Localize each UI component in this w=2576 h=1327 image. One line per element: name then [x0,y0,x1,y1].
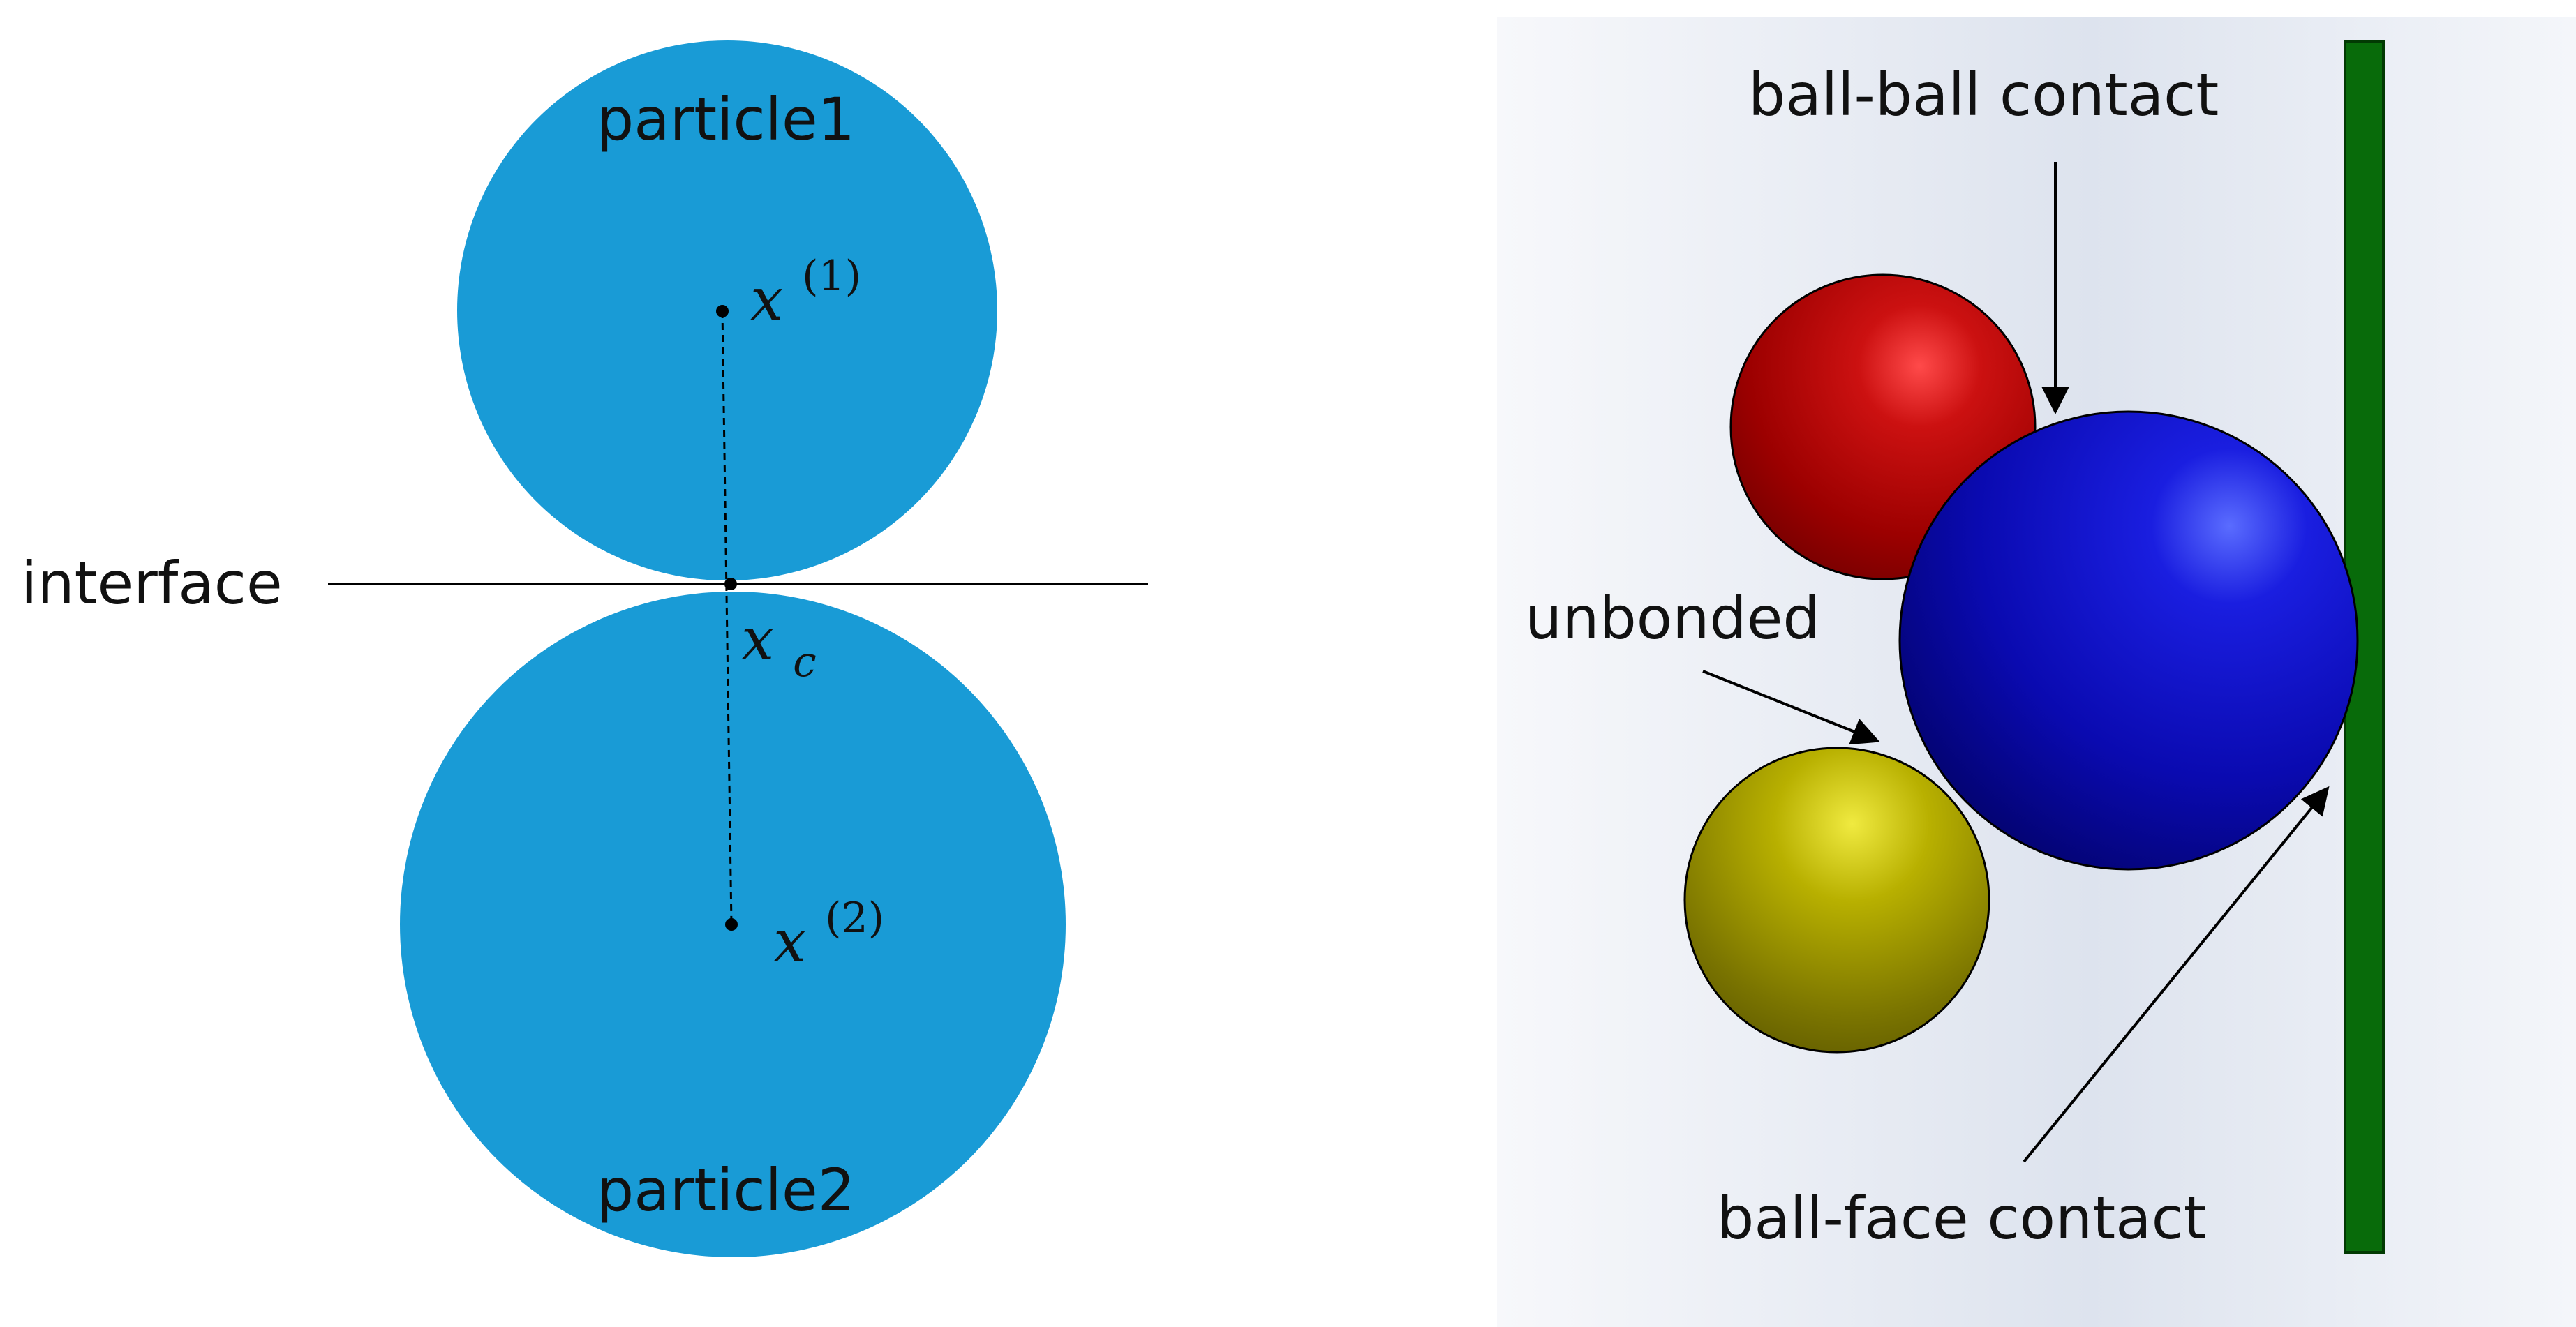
center1-base: x [750,265,783,333]
blue-ball [1898,410,2359,871]
unbonded-label: unbonded [1525,584,1820,652]
interface-label: interface [21,549,283,617]
left-panel: particle1 particle2 interface x (1) x c … [21,40,1148,1257]
unbonded-arrow [1702,670,1880,745]
particle1-label: particle1 [597,85,855,153]
contact-point-label: x c [741,605,817,687]
center-line [721,310,733,925]
center1-point [716,305,729,317]
center1-superscript: (1) [802,252,861,301]
contact-point [724,578,737,590]
center2-point [725,918,738,931]
center1-label: x (1) [750,252,861,333]
particle2-label: particle2 [597,1156,855,1224]
center2-base: x [773,907,806,975]
right-panel: ball-ball contact unbonded ball-face con… [1497,17,2576,1327]
contact-point-base: x [741,605,774,673]
ball-ball-contact-label: ball-ball contact [1748,61,2219,129]
center2-superscript: (2) [825,894,884,943]
ball-face-arrow [2023,786,2330,1163]
ball-face-contact-label: ball-face contact [1717,1184,2207,1252]
yellow-ball [1683,747,1990,1054]
contact-point-subscript: c [793,638,817,687]
center2-label: x (2) [773,894,884,975]
